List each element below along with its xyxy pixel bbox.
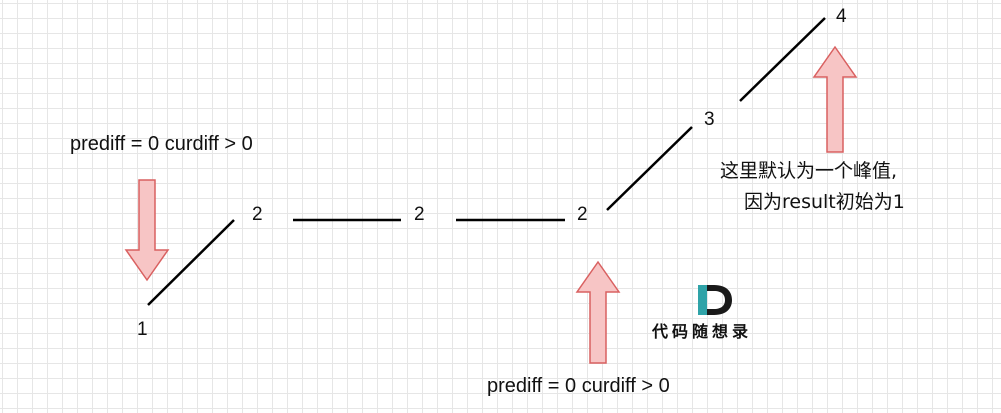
node-label-3: 3 [704,109,715,130]
segment-1-2 [147,219,235,306]
down-arrow-icon [124,179,170,282]
node-label-2c: 2 [577,204,588,225]
note-line-2: 因为result初始为1 [744,191,905,213]
annotation-bottom: prediff = 0 curdiff > 0 [487,375,670,397]
logo-text: 代码随想录 [652,322,753,341]
up-arrow-icon-top [812,45,858,153]
node-label-1: 1 [137,319,148,340]
node-label-4: 4 [836,6,847,27]
node-label-2a: 2 [252,204,263,225]
note-line-1: 这里默认为一个峰值, [720,160,898,182]
segment-3-4 [739,17,826,102]
logo-d-icon [698,285,732,315]
segment-2-3 [606,126,693,211]
node-label-2b: 2 [414,204,425,225]
up-arrow-icon-bottom [575,260,621,364]
annotation-left: prediff = 0 curdiff > 0 [70,133,253,155]
